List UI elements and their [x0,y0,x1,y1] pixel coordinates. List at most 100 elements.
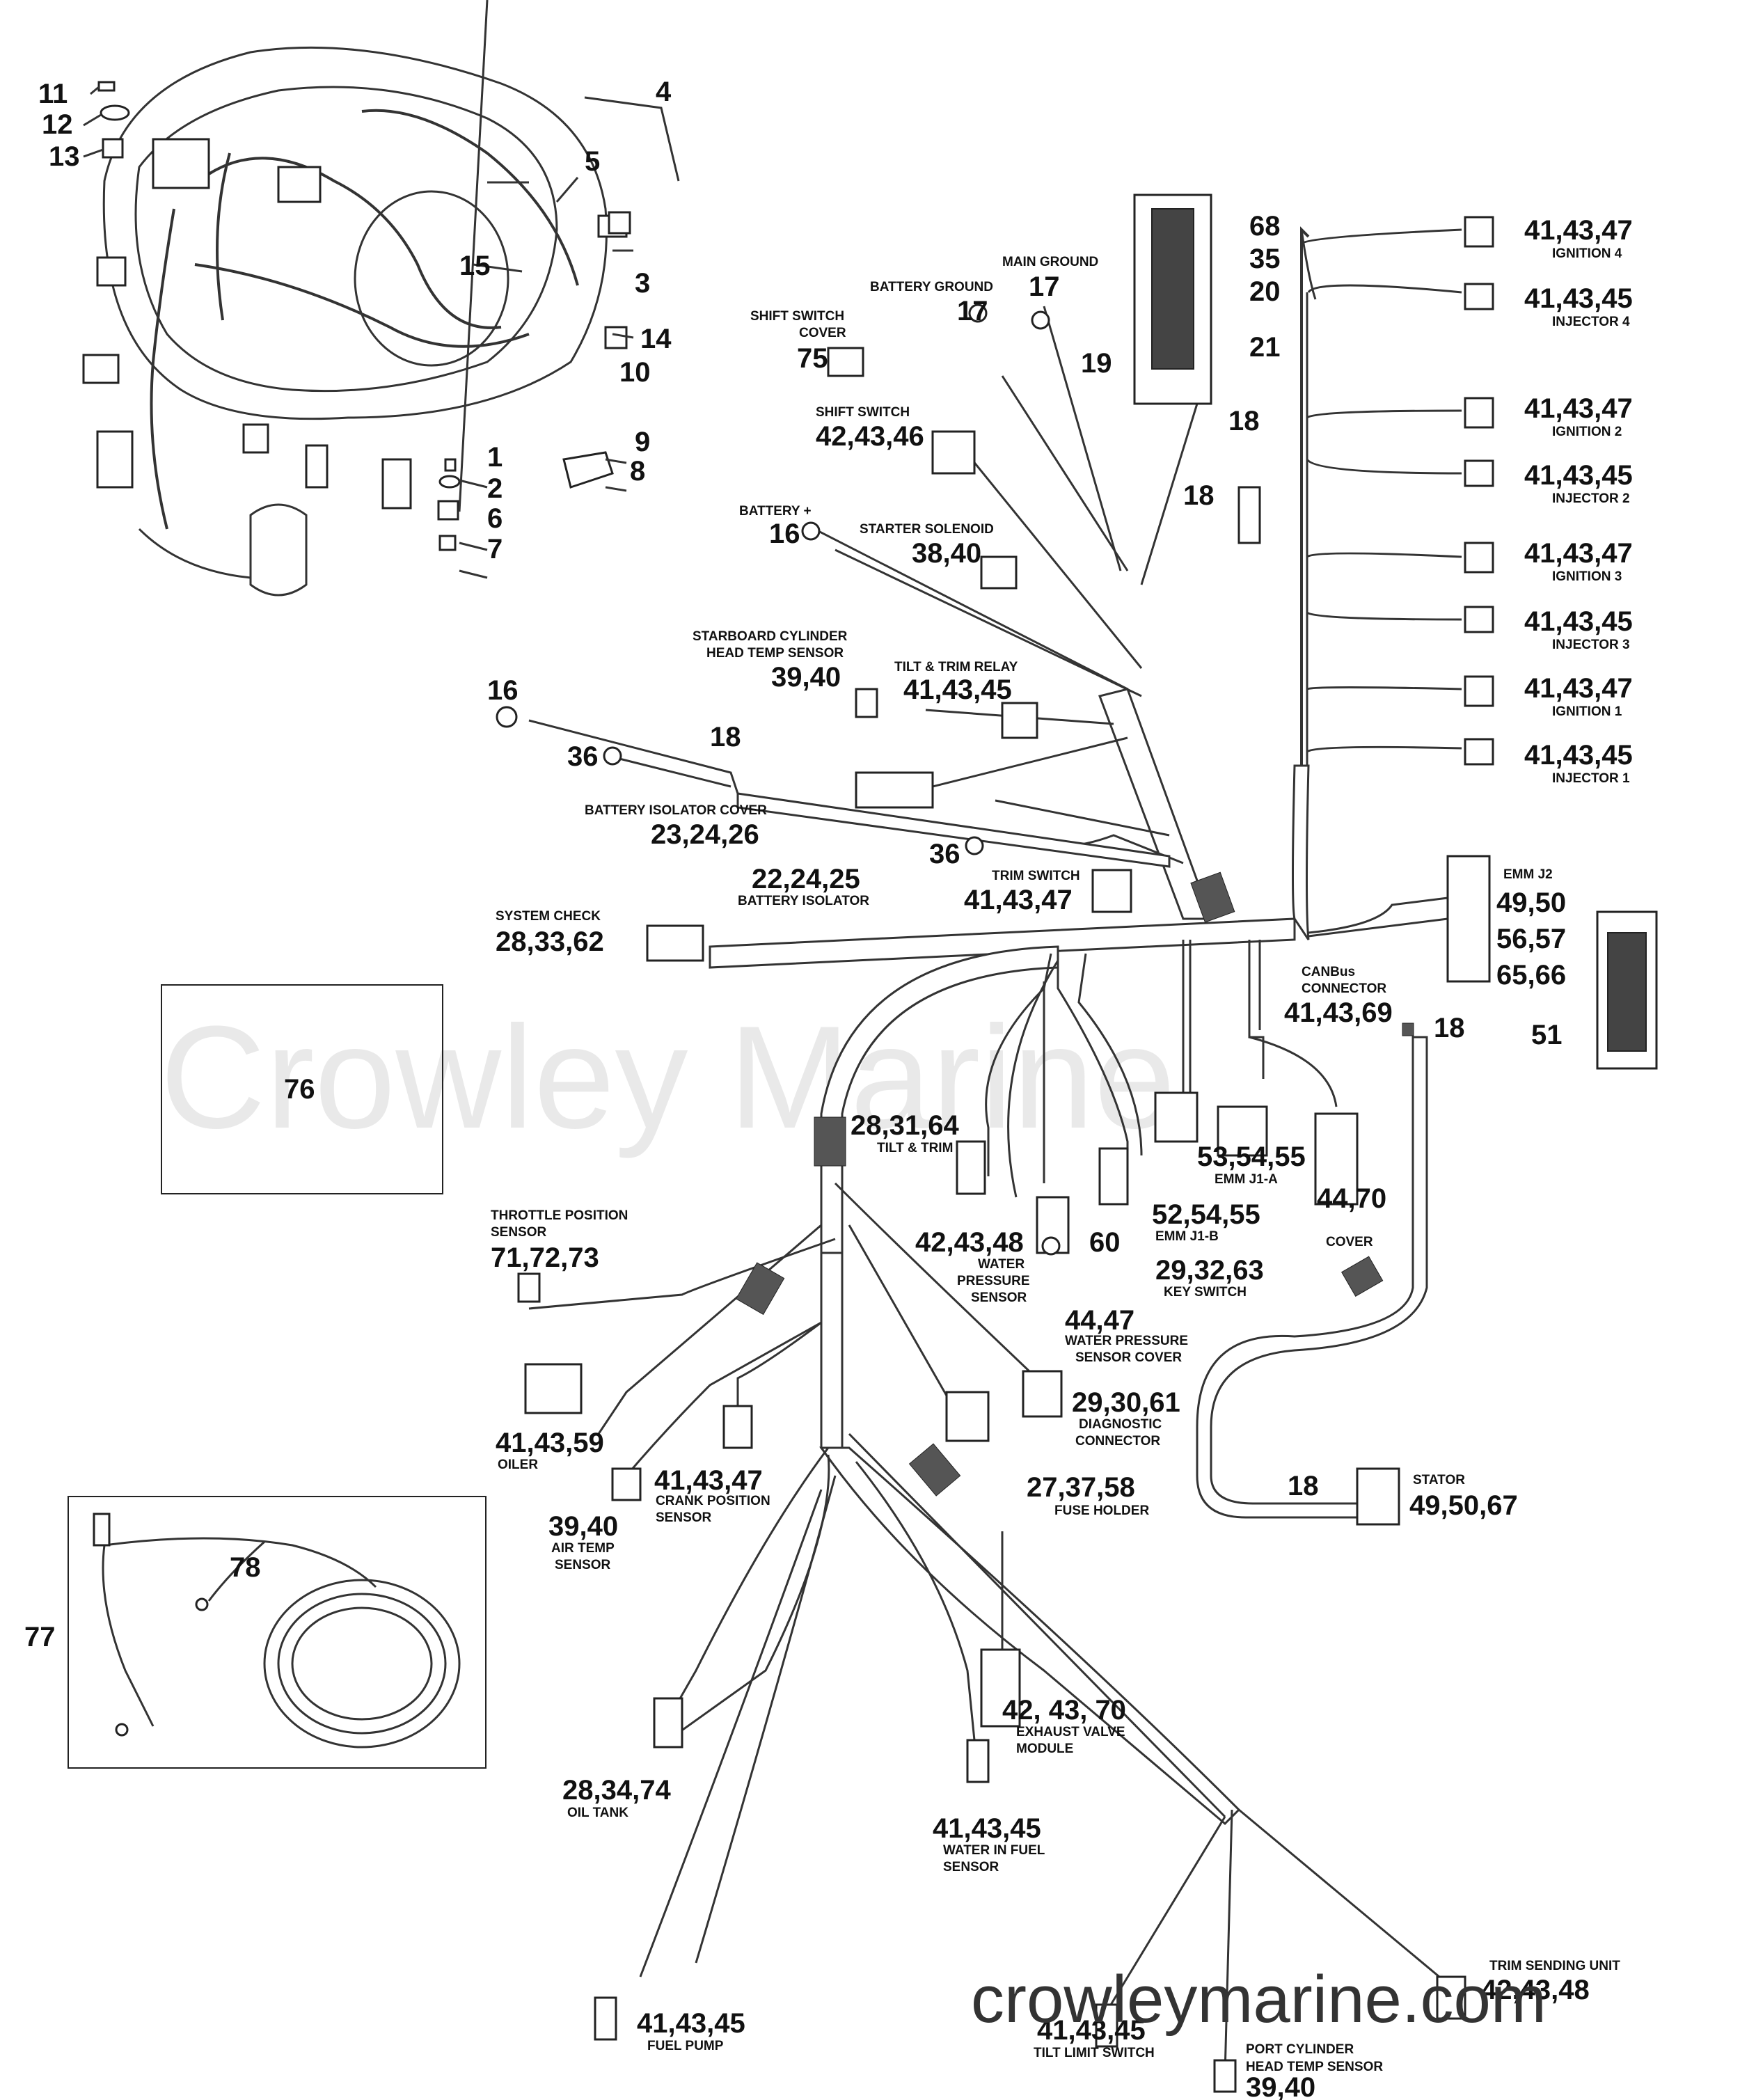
water-pressure-num: 42,43,48 [915,1227,1024,1258]
port-head-temp-num: 39,40 [1246,2072,1315,2100]
callout-2: 2 [487,473,503,504]
starter-label: STARTER SOLENOID [860,522,994,537]
oiler-label: OILER [498,1458,538,1472]
oil-tank-label: OIL TANK [567,1806,628,1820]
battery-isolator-label: BATTERY ISOLATOR [738,894,869,908]
key-switch-num: 29,32,63 [1155,1255,1264,1286]
iso-cover-num: 23,24,26 [651,819,759,850]
callout-10: 10 [619,357,651,388]
diagnostic-label-1: DIAGNOSTIC [1079,1417,1162,1432]
trim-sending-label: TRIM SENDING UNIT [1489,1959,1620,1973]
injector-3-parts: 41,43,45 [1524,606,1633,637]
part-18-d: 18 [1434,1013,1465,1043]
part-60: 60 [1089,1227,1121,1258]
ignition-4-label: IGNITION 4 [1552,246,1622,261]
crank-label-1: CRANK POSITION [656,1494,770,1508]
starter-num: 38,40 [912,538,981,569]
callout-15: 15 [459,251,491,281]
main-harness [528,226,1462,2075]
battery-ground-label: BATTERY GROUND [870,280,993,294]
exhaust-valve-label-2: MODULE [1016,1742,1073,1756]
tps-label-2: SENSOR [491,1225,547,1240]
main-ground-label: MAIN GROUND [1002,255,1098,269]
water-in-fuel-label-2: SENSOR [943,1860,999,1874]
fuel-pump-num: 41,43,45 [637,2008,745,2039]
air-temp-num: 39,40 [548,1511,618,1542]
crank-num: 41,43,47 [654,1465,763,1496]
fuse-holder-label: FUSE HOLDER [1054,1503,1149,1518]
wp-cover-label-1: WATER PRESSURE [1065,1334,1188,1348]
canbus-label-1: CANBus [1302,965,1355,979]
exhaust-valve-label-1: EXHAUST VALVE [1016,1725,1125,1739]
site-url-text: crowleymarine.com [971,1962,1547,2037]
part-77-label: 77 [24,1622,56,1652]
trim-switch-label: TRIM SWITCH [992,869,1080,883]
trim-switch-num: 41,43,47 [964,885,1073,915]
ignition-4-parts: 41,43,47 [1524,215,1633,246]
part-16: 16 [487,675,519,706]
part-36-a: 36 [567,741,599,772]
battery-isolator-num: 22,24,25 [752,864,860,894]
part-19: 19 [1081,348,1112,379]
battery-ground-num: 17 [957,296,988,326]
diagnostic-num: 29,30,61 [1072,1387,1180,1418]
emm-j1a-num: 53,54,55 [1197,1142,1306,1172]
shift-switch-num: 42,43,46 [816,421,924,452]
ignition-1-parts: 41,43,47 [1524,673,1633,704]
battery-plus-num: 16 [769,519,800,549]
emm-j2-label: EMM J2 [1503,867,1553,882]
ignition-1-label: IGNITION 1 [1552,704,1622,719]
callout-5: 5 [585,146,600,177]
exhaust-valve-num: 42, 43, 70 [1002,1695,1126,1726]
system-check-label: SYSTEM CHECK [496,909,601,924]
ignition-2-parts: 41,43,47 [1524,393,1633,424]
callout-11: 11 [38,79,68,109]
tilt-limit-num: 41,43,45 [1037,2015,1146,2046]
main-ground-num: 17 [1029,271,1060,302]
water-in-fuel-num: 41,43,45 [933,1813,1041,1844]
injector-2-parts: 41,43,45 [1524,460,1633,491]
water-pressure-label-3: SENSOR [971,1290,1027,1305]
air-temp-label-1: AIR TEMP [551,1541,615,1556]
system-check-num: 28,33,62 [496,926,604,957]
tps-label-1: THROTTLE POSITION [491,1208,628,1223]
shift-cover-num: 75 [797,343,828,374]
part-20: 20 [1249,276,1281,307]
emm-j1b-num: 52,54,55 [1152,1199,1260,1230]
water-pressure-label-2: PRESSURE [957,1274,1030,1288]
ignition-2-label: IGNITION 2 [1552,425,1622,439]
callout-9: 9 [635,427,650,457]
emm-j2-num-2: 56,57 [1496,924,1566,954]
callout-3: 3 [635,268,650,299]
emm-j2-num-1: 49,50 [1496,887,1566,918]
water-in-fuel-label-1: WATER IN FUEL [943,1843,1045,1858]
diagnostic-label-2: CONNECTOR [1075,1434,1160,1448]
part-68: 68 [1249,211,1281,242]
port-head-temp-label-2: HEAD TEMP SENSOR [1246,2060,1383,2074]
callout-7: 7 [487,534,503,565]
injector-2-label: INJECTOR 2 [1552,491,1630,506]
emm-j1a-label: EMM J1-A [1215,1172,1278,1187]
iso-cover-label: BATTERY ISOLATOR COVER [585,803,767,818]
ignition-3-label: IGNITION 3 [1552,569,1622,584]
stbd-head-temp-label-1: STARBOARD CYLINDER [693,629,848,644]
tilt-relay-num: 41,43,45 [903,674,1012,705]
injector-1-parts: 41,43,45 [1524,740,1633,771]
callout-8: 8 [630,456,645,487]
stbd-head-temp-num: 39,40 [771,662,841,693]
part-76-box [161,984,443,1194]
callout-6: 6 [487,503,503,534]
part-36-b: 36 [929,839,960,869]
ignition-injector-connectors [1464,216,1494,766]
canbus-label-2: CONNECTOR [1302,981,1386,996]
part-18-e: 18 [1288,1471,1319,1501]
part-18-b: 18 [1183,480,1215,511]
fuel-pump-label: FUEL PUMP [647,2039,724,2053]
fuse-holder-num: 27,37,58 [1027,1472,1135,1503]
injector-3-label: INJECTOR 3 [1552,638,1630,652]
injector-4-label: INJECTOR 4 [1552,315,1630,329]
engine-inset-illustration [82,0,680,597]
tilt-trim-label: TILT & TRIM [877,1141,953,1155]
part-51: 51 [1531,1020,1563,1050]
